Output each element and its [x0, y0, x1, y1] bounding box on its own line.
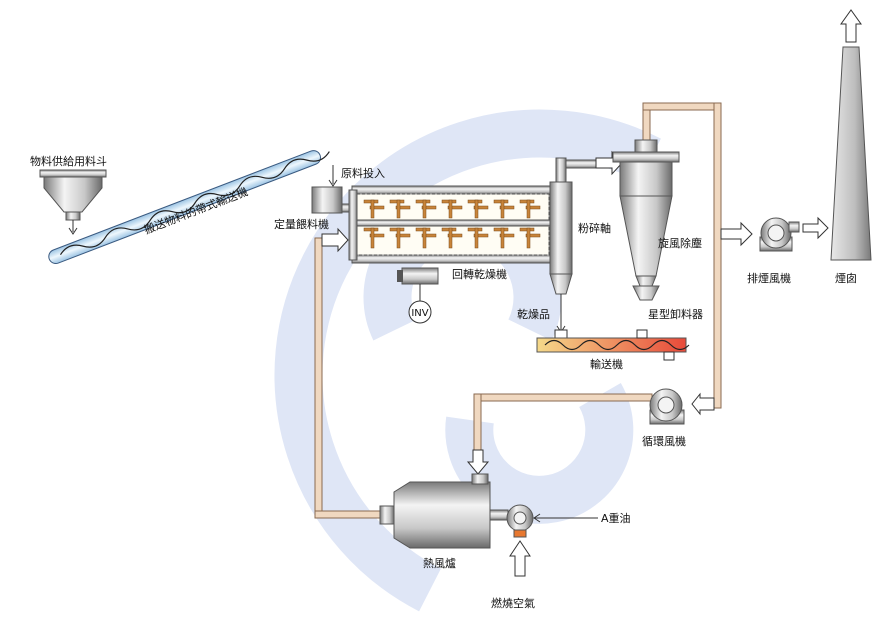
dryer-paddle-stem: [448, 199, 453, 219]
dryer-paddle: [421, 205, 437, 210]
inverter-label: INV: [411, 308, 428, 319]
dryer-paddle: [473, 205, 489, 210]
dryer-paddle: [473, 233, 489, 238]
dryer-paddle-stem: [422, 199, 427, 219]
chimney: [830, 9, 872, 261]
dryer-paddle-stem: [370, 199, 375, 219]
dryer-paddle: [447, 205, 463, 210]
dryer-paddle: [395, 205, 411, 210]
dryer-paddle-stem: [474, 199, 479, 219]
cyclone-label: 旋風除塵: [658, 236, 702, 250]
cyclone: [612, 139, 680, 301]
combustion-air-arrow-icon: [509, 540, 531, 577]
inverter-icon: [408, 300, 432, 324]
belt-conveyor: [48, 150, 330, 265]
dryer-paddle: [525, 205, 541, 210]
dryer-paddle-stem: [370, 227, 375, 249]
dryer-paddle-stem: [526, 227, 531, 249]
chimney-label: 煙囱: [835, 272, 857, 285]
dryer-paddle: [395, 233, 411, 238]
dryer-paddle-stem: [448, 227, 453, 249]
burner: [506, 504, 598, 577]
circulation-fan: [649, 388, 715, 425]
dryer-paddle: [447, 233, 463, 238]
crusher-shaft-label: 粉碎軸: [578, 221, 611, 235]
dryer-paddle-stem: [474, 227, 479, 249]
rotary-dryer: [348, 185, 556, 264]
material-hopper: [39, 169, 107, 235]
exhaust-up-arrow-icon: [840, 9, 862, 43]
hot-air-furnace-label: 熱風爐: [423, 556, 456, 570]
screw-conveyor-label: 輸送機: [590, 357, 623, 371]
hot-air-furnace: [379, 473, 509, 549]
dryer-paddle-stem: [526, 199, 531, 219]
heavy-oil-label: A重油: [601, 511, 631, 525]
rotary-valve-label: 星型卸料器: [648, 307, 703, 321]
exhaust-fan: [759, 217, 800, 252]
raw-input-label: 原料投入: [341, 166, 385, 180]
rotary-dryer-label: 回轉乾燥機: [452, 267, 507, 281]
hopper-label: 物料供給用料斗: [30, 154, 107, 168]
flow-arrow: [321, 227, 349, 253]
flow-arrow: [720, 221, 753, 247]
dryer-paddle-stem: [422, 227, 427, 249]
flow-arrow: [802, 216, 829, 240]
exhaust-fan-label: 排煙風機: [747, 271, 791, 285]
dryer-paddle: [525, 233, 541, 238]
circulation-fan-label: 循環風機: [642, 434, 686, 448]
crusher-column: [549, 157, 597, 333]
dryer-paddle-stem: [396, 227, 401, 249]
dryer-paddle-stem: [500, 227, 505, 249]
dryer-paddle: [421, 233, 437, 238]
combustion-air-label: 燃燒空氣: [491, 596, 535, 610]
dryer-paddle: [499, 233, 515, 238]
dryer-paddle-stem: [500, 199, 505, 219]
feeder-label: 定量餵料機: [274, 217, 329, 231]
dryer-paddle: [369, 233, 385, 238]
dried-product-label: 乾燥品: [517, 308, 550, 321]
flow-arrow: [466, 449, 490, 475]
dryer-paddle: [499, 205, 515, 210]
dryer-paddle: [369, 205, 385, 210]
drive-motor: INV: [397, 267, 439, 324]
screw-conveyor: [536, 329, 690, 361]
dryer-paddle-stem: [396, 199, 401, 219]
